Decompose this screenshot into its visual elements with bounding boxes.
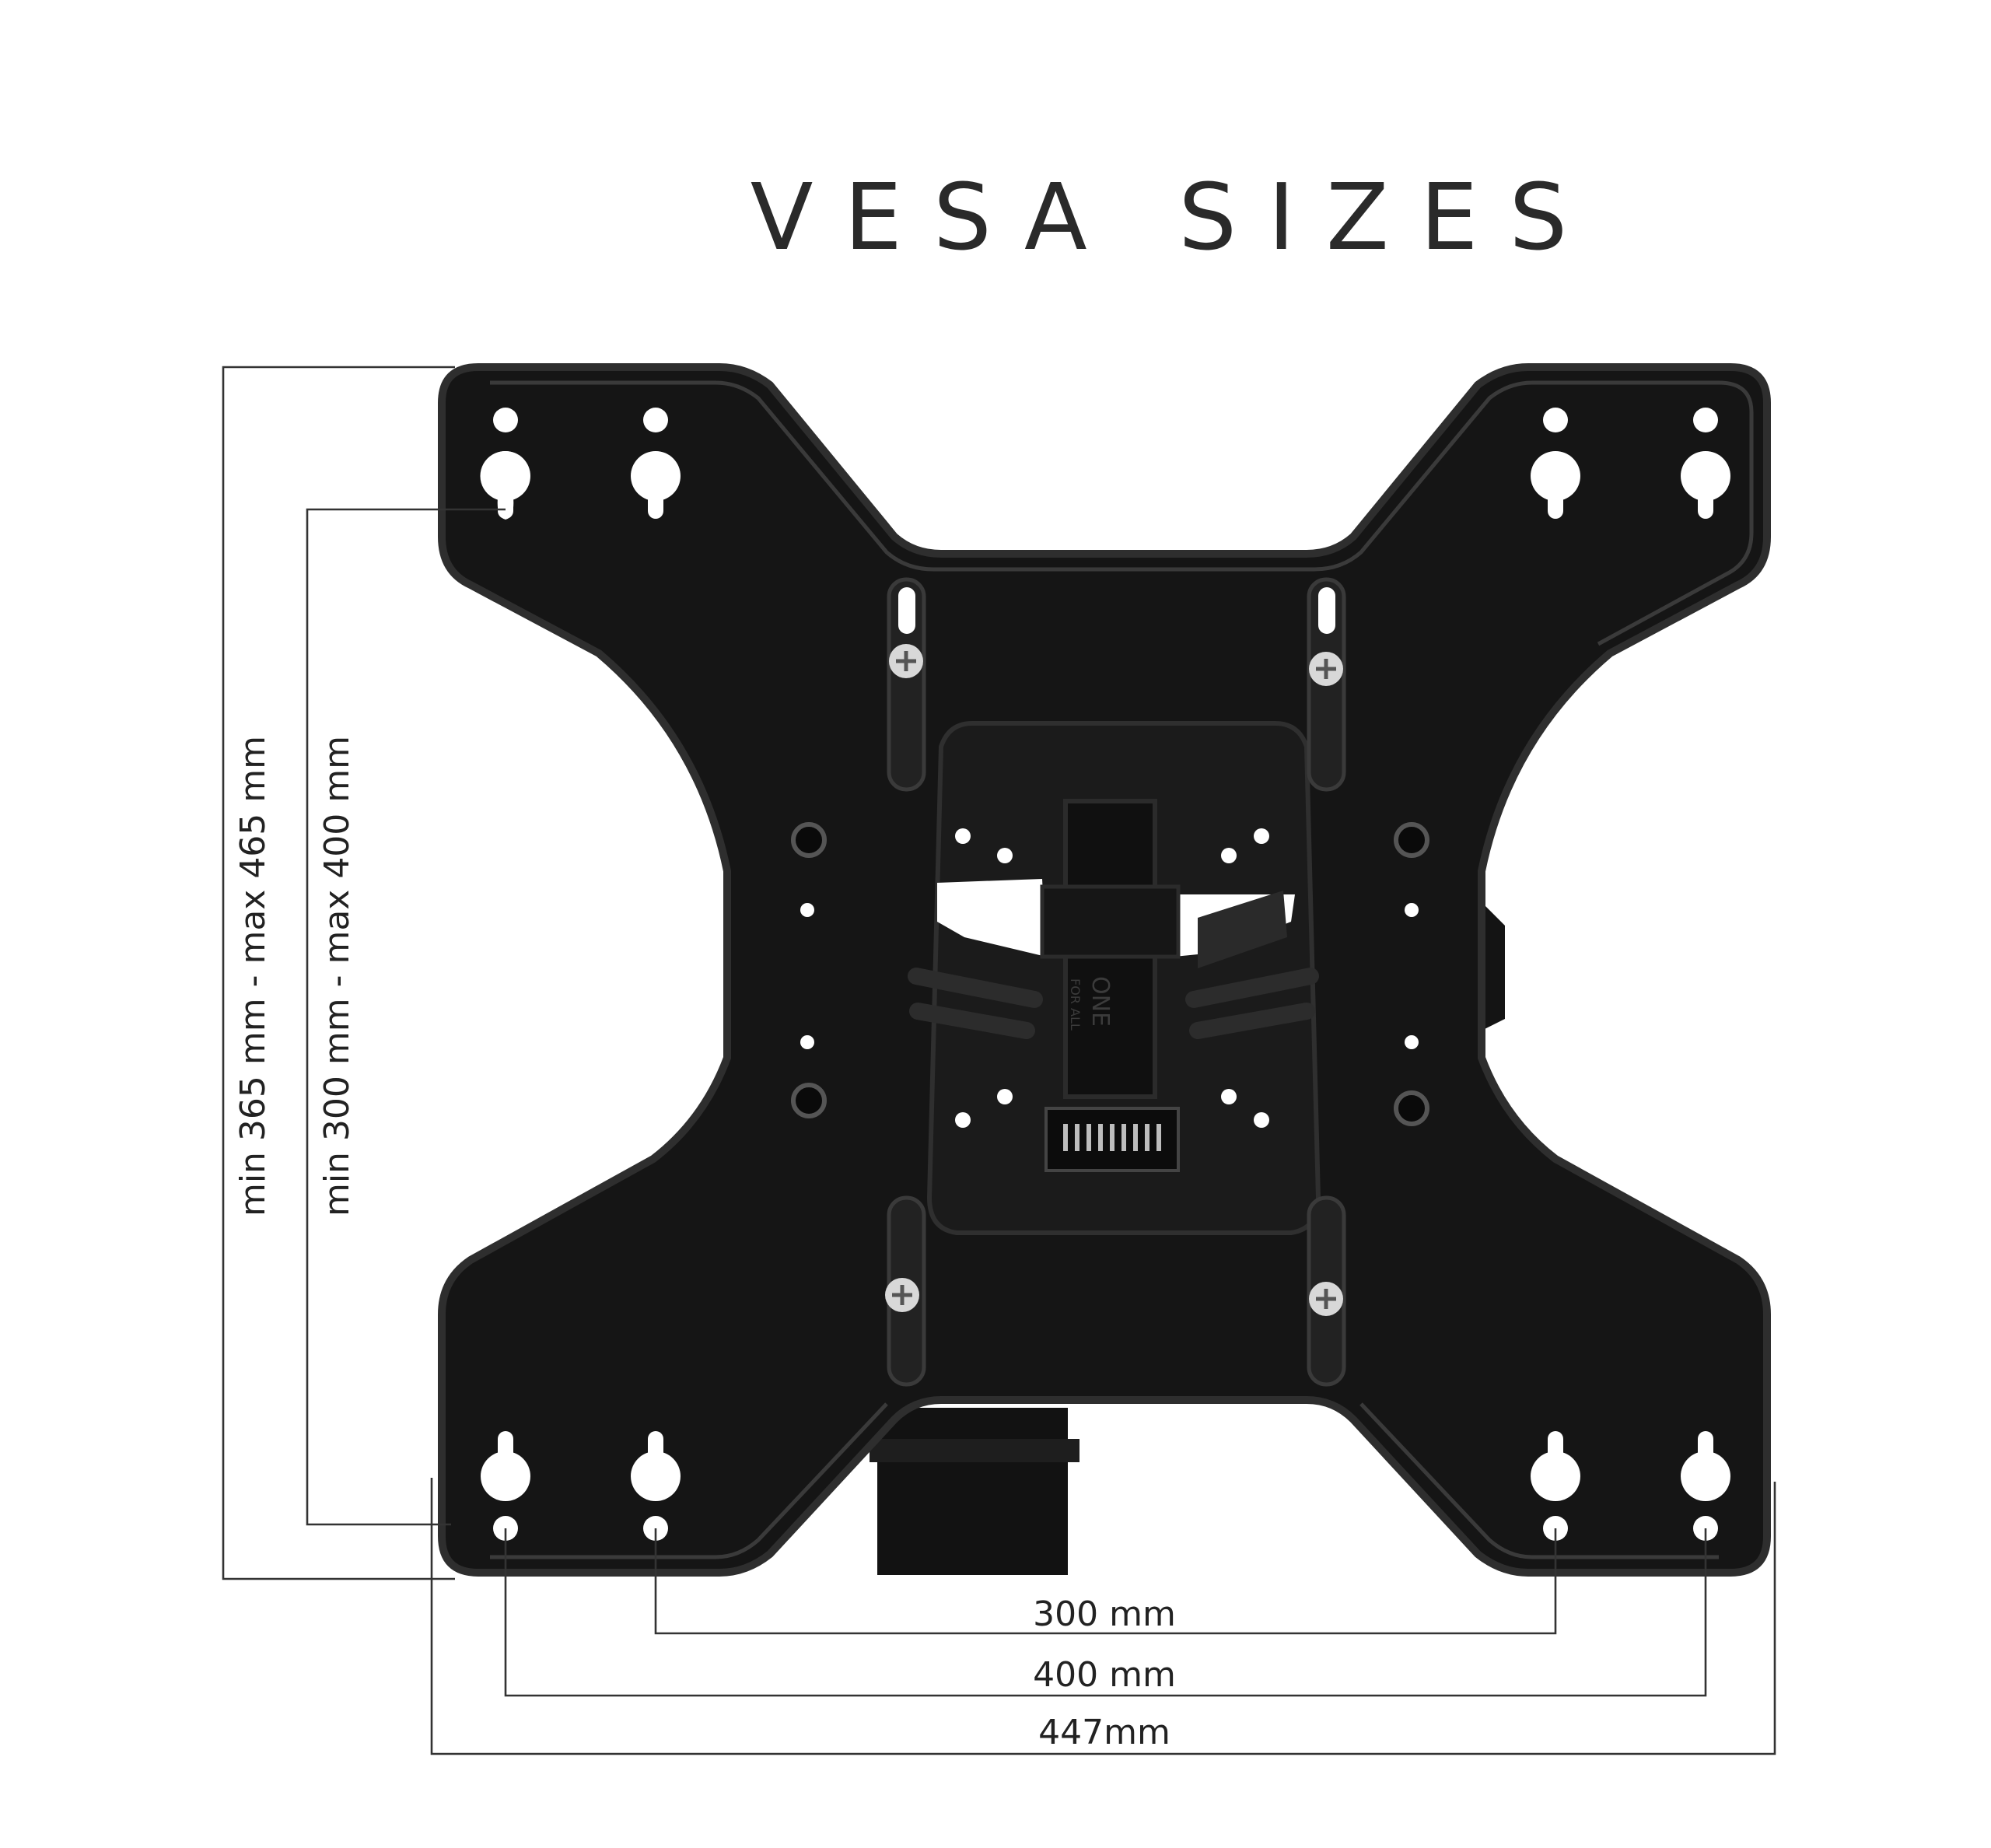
width-447-dimension: 447mm: [430, 1478, 1776, 1755]
height-inner-label: min 300 mm - max 400 mm: [317, 736, 357, 1216]
mounting-plate: ONE FOR ALL: [438, 363, 1771, 1577]
logo-line1: ONE: [1086, 976, 1114, 1027]
vesa-keyhole-slots: [480, 451, 1730, 1501]
screws: [791, 644, 1429, 1316]
width-400-dimension: 400 mm: [504, 1528, 1707, 1697]
height-outer-label: min 365 mm - max 465 mm: [233, 736, 273, 1216]
height-outer-dimension: min 365 mm - max 465 mm: [222, 366, 455, 1580]
mount-arm: [870, 894, 1505, 1575]
width-300-label: 300 mm: [1033, 1594, 1176, 1634]
diagram-title: VESA SIZES: [751, 163, 1599, 271]
logo-line2: FOR ALL: [1068, 978, 1083, 1031]
tilt-lock-spring: [1044, 1107, 1180, 1172]
width-400-label: 400 mm: [1033, 1655, 1176, 1695]
width-300-dimension: 300 mm: [654, 1528, 1557, 1635]
center-holes: [800, 828, 1419, 1128]
brand-logo: ONE FOR ALL: [1068, 976, 1114, 1031]
vesa-round-holes: [493, 408, 1718, 1541]
width-447-label: 447mm: [1038, 1713, 1170, 1752]
height-inner-dimension: min 300 mm - max 400 mm: [306, 508, 506, 1526]
